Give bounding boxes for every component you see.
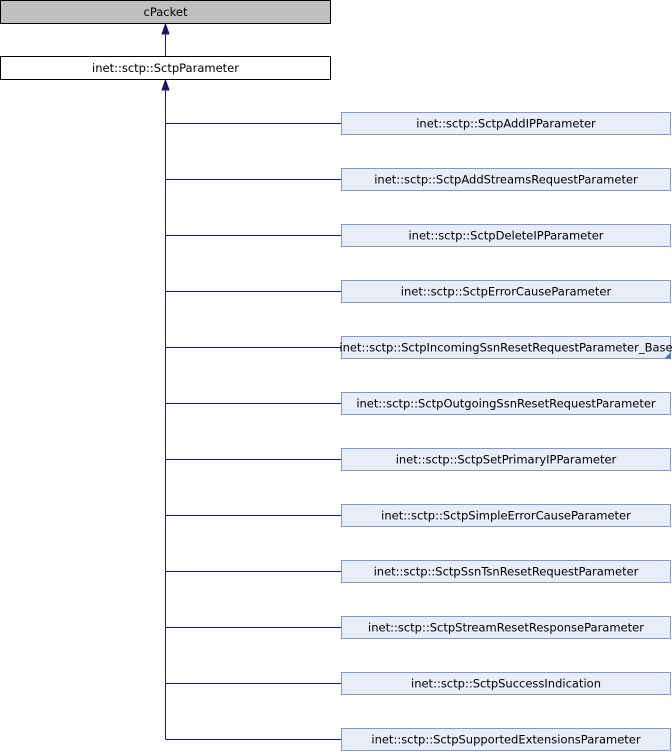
node-derived-class[interactable]: inet::sctp::SctpErrorCauseParameter (341, 280, 671, 303)
node-label: inet::sctp::SctpSetPrimaryIPParameter (396, 453, 617, 467)
node-derived-class[interactable]: inet::sctp::SctpStreamResetResponseParam… (341, 616, 671, 639)
node-derived-class[interactable]: inet::sctp::SctpDeleteIPParameter (341, 224, 671, 247)
node-label: inet::sctp::SctpSuccessIndication (411, 677, 601, 691)
node-derived-class[interactable]: inet::sctp::SctpSuccessIndication (341, 672, 671, 695)
node-label: inet::sctp::SctpSupportedExtensionsParam… (371, 733, 641, 747)
node-label: inet::sctp::SctpStreamResetResponseParam… (368, 621, 644, 635)
node-box (0, 56, 331, 80)
node-label: inet::sctp::SctpDeleteIPParameter (408, 229, 603, 243)
node-box (341, 168, 671, 191)
node-box (341, 616, 671, 639)
node-box (341, 672, 671, 695)
node-derived-class[interactable]: inet::sctp::SctpSsnTsnResetRequestParame… (341, 560, 671, 583)
derived-class-nodes: inet::sctp::SctpAddIPParameterinet::sctp… (339, 112, 672, 751)
node-sctp-parameter[interactable]: inet::sctp::SctpParameter (0, 56, 331, 80)
node-box (0, 0, 331, 24)
node-derived-class[interactable]: inet::sctp::SctpAddIPParameter (341, 112, 671, 135)
node-derived-class[interactable]: inet::sctp::SctpSetPrimaryIPParameter (341, 448, 671, 471)
arrowhead (161, 78, 170, 91)
node-derived-class[interactable]: inet::sctp::SctpAddStreamsRequestParamet… (341, 168, 671, 191)
node-label: inet::sctp::SctpErrorCauseParameter (401, 285, 612, 299)
node-label: inet::sctp::SctpAddStreamsRequestParamet… (374, 173, 638, 187)
node-label: inet::sctp::SctpSimpleErrorCauseParamete… (381, 509, 631, 523)
node-label: cPacket (144, 5, 188, 19)
node-box (341, 112, 671, 135)
node-derived-class[interactable]: inet::sctp::SctpIncomingSsnResetRequestP… (339, 336, 672, 359)
node-label: inet::sctp::SctpIncomingSsnResetRequestP… (339, 341, 672, 355)
inheritance-edges (161, 22, 342, 740)
node-derived-class[interactable]: inet::sctp::SctpSimpleErrorCauseParamete… (341, 504, 671, 527)
arrowhead (161, 22, 170, 35)
node-box (341, 392, 671, 415)
node-box (341, 728, 671, 751)
node-box (341, 336, 671, 359)
node-derived-class[interactable]: inet::sctp::SctpOutgoingSsnResetRequestP… (341, 392, 671, 415)
node-box (341, 560, 671, 583)
node-label: inet::sctp::SctpParameter (92, 61, 239, 75)
node-label: inet::sctp::SctpAddIPParameter (416, 117, 596, 131)
node-box (341, 224, 671, 247)
node-box (341, 448, 671, 471)
truncation-corner-icon (664, 352, 671, 359)
node-label: inet::sctp::SctpOutgoingSsnResetRequestP… (356, 397, 656, 411)
node-box (341, 280, 671, 303)
node-cpacket[interactable]: cPacket (0, 0, 331, 24)
node-derived-class[interactable]: inet::sctp::SctpSupportedExtensionsParam… (341, 728, 671, 751)
node-label: inet::sctp::SctpSsnTsnResetRequestParame… (374, 565, 639, 579)
node-box (341, 504, 671, 527)
